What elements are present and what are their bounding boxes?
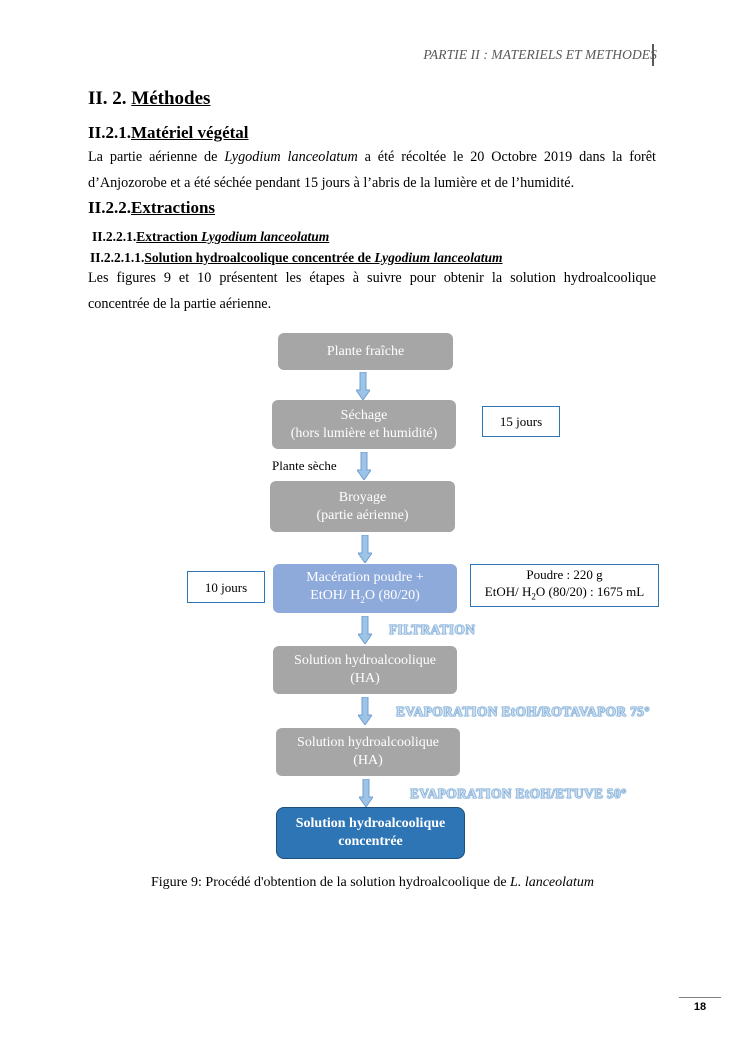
header-divider: [652, 44, 654, 66]
formula-part: EtOH/ H: [484, 583, 532, 599]
section-number: II. 2.: [88, 88, 127, 109]
step-label: Solution hydroalcoolique: [295, 816, 446, 831]
heading-title: Extraction Lygodium lanceolatum: [136, 229, 329, 244]
step-sublabel: EtOH/ H2O (80/20): [310, 587, 420, 609]
label-evaporation-etuve: EVAPORATION EtOH/ETUVE 50°: [410, 786, 627, 801]
page-number: 18: [693, 1001, 707, 1013]
down-arrow-icon: [358, 697, 372, 725]
label-filtration: FILTRATION: [389, 622, 476, 637]
note-15-jours: 15 jours: [482, 406, 560, 437]
step-broyage: Broyage (partie aérienne): [270, 481, 455, 532]
subsection-title: Matériel végétal: [130, 123, 249, 142]
label-plante-seche: Plante sèche: [272, 458, 337, 473]
step-label: Séchage: [340, 407, 388, 423]
step-sublabel: (hors lumière et humidité): [290, 425, 438, 441]
step-label: Broyage: [338, 489, 387, 505]
subsection-number: II.2.1.: [88, 123, 131, 142]
paragraph-plant-material: La partie aérienne de Lygodium lanceolat…: [88, 144, 656, 196]
step-label: Solution hydroalcoolique: [294, 653, 436, 668]
heading-text: Extraction: [136, 229, 202, 244]
section-heading: II. 2. Méthodes: [88, 88, 210, 110]
paragraph-intro-figures: Les figures 9 et 10 présentent les étape…: [88, 270, 656, 312]
down-arrow-icon: [359, 779, 373, 807]
down-arrow-icon: [356, 372, 370, 400]
down-arrow-icon: [358, 616, 372, 644]
step-sublabel: concentrée: [338, 834, 403, 849]
subsection-heading-222: II.2.2.Extractions: [88, 198, 215, 218]
subsection-title: Extractions: [130, 198, 216, 217]
step-label: Macération poudre +: [306, 569, 424, 585]
species-name: Lygodium lanceolatum: [224, 149, 358, 165]
heading-number: II.2.2.1.1.: [90, 250, 145, 265]
step-plante-fraiche: Plante fraîche: [278, 333, 453, 370]
down-arrow-icon: [357, 452, 371, 480]
figure-caption: Figure 9: Procédé d'obtention de la solu…: [0, 875, 745, 891]
note-10-jours: 10 jours: [187, 571, 265, 603]
formula-part: O (80/20) : 1675 mL: [535, 583, 645, 599]
formula-part: EtOH/ H: [310, 587, 361, 603]
section-title: Méthodes: [131, 88, 211, 109]
running-header: PARTIE II : MATERIELS ET METHODES: [423, 47, 657, 62]
step-sublabel: (partie aérienne): [316, 507, 409, 523]
step-maceration: Macération poudre + EtOH/ H2O (80/20): [273, 564, 457, 613]
note-poudre: Poudre : 220 g EtOH/ H2O (80/20) : 1675 …: [470, 564, 659, 607]
species-name: L. lanceolatum: [510, 875, 595, 890]
heading-title: Solution hydroalcoolique concentrée de L…: [144, 250, 502, 265]
step-solution-concentree: Solution hydroalcoolique concentrée: [276, 807, 465, 859]
label-evaporation-rotavapor: EVAPORATION EtOH/ROTAVAPOR 75°: [396, 704, 650, 719]
step-label: Solution hydroalcoolique: [297, 735, 439, 750]
step-label: Plante fraîche: [326, 343, 405, 359]
subsection-number: II.2.2.: [88, 198, 131, 217]
note-text: Poudre : 220 g: [526, 566, 603, 582]
formula-part: O (80/20): [364, 587, 420, 603]
species-name: Lygodium lanceolatum: [201, 229, 330, 244]
note-text: EtOH/ H2O (80/20) : 1675 mL: [485, 583, 644, 606]
step-sechage: Séchage (hors lumière et humidité): [272, 400, 456, 449]
step-sublabel: (HA): [353, 753, 383, 768]
para-text: a été récoltée le 20 Octobre 2019 dans l…: [88, 149, 656, 191]
step-sublabel: (HA): [350, 671, 380, 686]
subsubsection-heading-2221: II.2.2.1.Extraction Lygodium lanceolatum: [92, 229, 329, 245]
formula-subscript: 2: [360, 594, 365, 605]
heading-text: Solution hydroalcoolique concentrée de: [144, 250, 375, 265]
species-name: Lygodium lanceolatum: [374, 250, 503, 265]
page-number-rule: [679, 997, 721, 998]
note-text: 10 jours: [204, 579, 248, 595]
subsection-heading-221: II.2.1.Matériel végétal: [88, 123, 249, 143]
subsubsection-heading-22211: II.2.2.1.1.Solution hydroalcoolique conc…: [90, 250, 503, 266]
formula-subscript: 2: [531, 591, 536, 602]
step-solution-ha-1: Solution hydroalcoolique (HA): [273, 646, 457, 694]
para-text: La partie aérienne de: [88, 149, 225, 165]
caption-text: Figure 9: Procédé d'obtention de la solu…: [150, 875, 511, 890]
note-text: 15 jours: [499, 414, 543, 429]
heading-number: II.2.2.1.: [92, 229, 137, 244]
step-solution-ha-2: Solution hydroalcoolique (HA): [276, 728, 460, 776]
down-arrow-icon: [358, 535, 372, 563]
